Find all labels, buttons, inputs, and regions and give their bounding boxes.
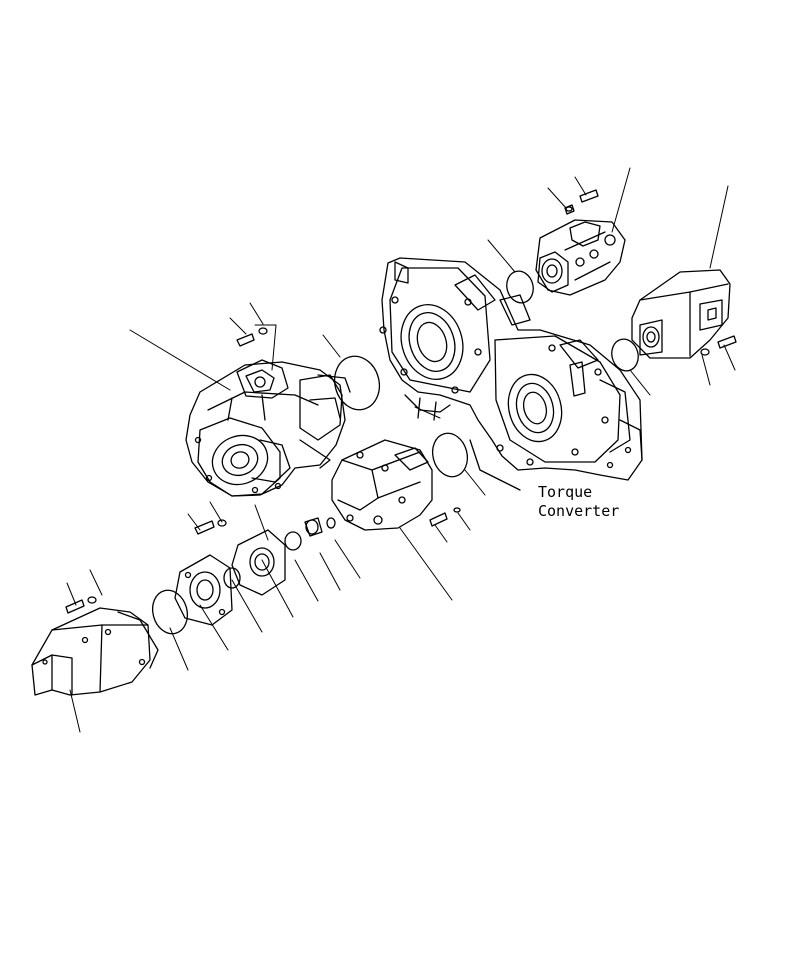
auxiliary-pump	[32, 608, 158, 695]
seal-small-1	[327, 518, 335, 528]
o-ring-large-1	[329, 351, 385, 415]
torque-converter-label-line1: Torque	[538, 483, 593, 501]
adapter-flange	[175, 555, 232, 625]
bolt-lower-left-1	[195, 520, 226, 534]
bolt-top	[565, 190, 598, 214]
bolt-centre	[430, 508, 460, 526]
bolt-upper-left	[237, 328, 267, 346]
o-ring-right	[608, 336, 641, 374]
gear-pump-right	[632, 270, 730, 358]
torque-converter-label-line2: Converter	[538, 502, 620, 520]
transfer-case-housing	[380, 258, 642, 490]
o-ring-small-1	[285, 532, 301, 550]
charge-pump	[332, 440, 432, 530]
leader-lines	[67, 168, 735, 732]
o-ring-large-2	[428, 429, 472, 480]
main-pump	[186, 360, 350, 496]
spacer-plate	[232, 530, 285, 595]
gear-pump-top	[536, 220, 625, 295]
o-ring-top	[503, 268, 536, 306]
bolt-lower-left-2	[66, 597, 96, 613]
bolt-right	[701, 336, 736, 355]
o-ring-flange	[148, 586, 192, 637]
o-ring-small-2	[224, 568, 240, 588]
plug-small	[305, 518, 322, 536]
